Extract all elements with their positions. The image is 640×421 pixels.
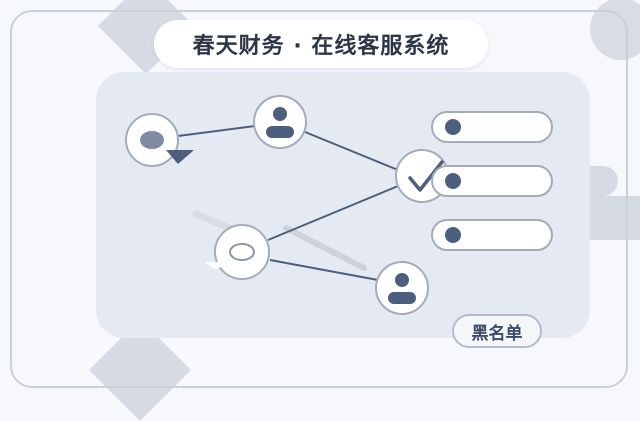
node-user-bottom[interactable] [375,261,429,315]
chat-bubble-tail [166,150,194,164]
edge-user-top-check [304,131,399,171]
chat-outline-icon [229,243,255,261]
network-graph [125,95,449,315]
outer-frame [10,10,628,388]
title-card: 春天财务 · 在线客服系统 [154,20,488,68]
chat-outline-tail [204,262,228,270]
dot-icon [445,119,461,135]
page-title: 春天财务 · 在线客服系统 [192,34,450,59]
list-item-3[interactable] [431,219,553,251]
edge-chat-user-top [177,125,256,137]
list-item-1[interactable] [431,111,553,143]
chat-bubble-icon [140,131,164,149]
dot-icon [445,173,461,189]
node-chat-outline[interactable] [204,224,270,280]
user-icon [388,273,416,304]
decor-streak-2 [283,225,367,271]
dot-icon [445,227,461,243]
user-icon [266,107,294,138]
edge-chat-outline-user-bottom [269,259,379,281]
node-chat-bubble[interactable] [125,113,194,167]
edge-chat-outline-check [267,185,399,241]
node-user-top[interactable] [253,95,307,149]
list-item-2[interactable] [431,165,553,197]
blacklist-button[interactable]: 黑名单 [452,314,542,348]
